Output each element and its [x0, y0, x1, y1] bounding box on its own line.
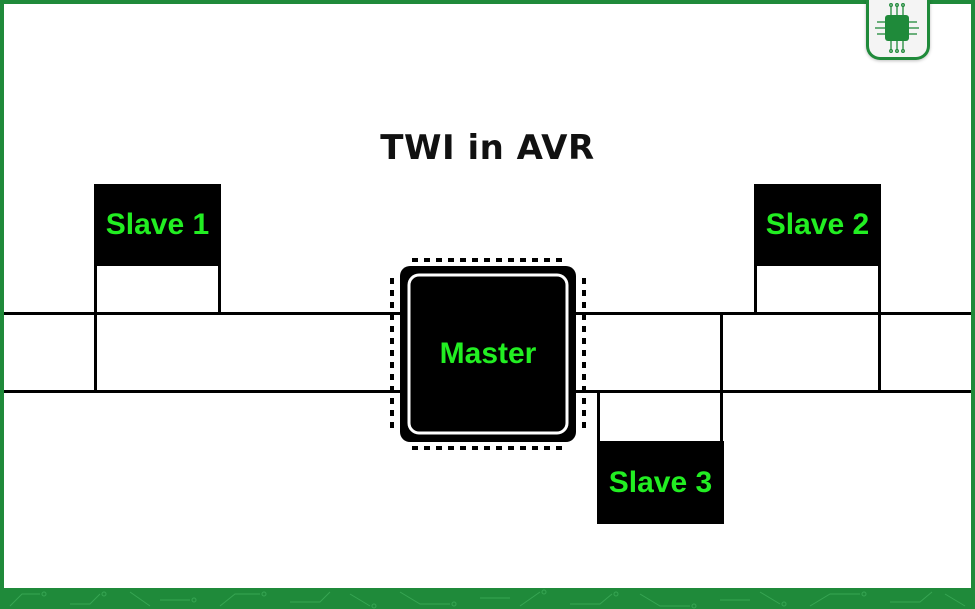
master-chip — [390, 258, 586, 450]
master-label: Master — [439, 337, 537, 370]
microchip-icon — [875, 3, 919, 53]
slave-3-connector-left — [597, 392, 600, 442]
slave-2-connector-right — [878, 266, 881, 392]
slave-1-box: Slave 1 — [94, 184, 221, 266]
footer-band — [0, 588, 975, 609]
slave-3-connector-right — [720, 313, 723, 442]
slave-2-box: Slave 2 — [754, 184, 881, 266]
slave-2-connector-left — [754, 266, 757, 314]
page-title: TWI in AVR — [380, 128, 595, 168]
slave-3-box: Slave 3 — [597, 441, 724, 524]
circuit-pattern-decoration — [9, 589, 966, 609]
slave-1-connector-right — [218, 266, 221, 314]
slave-1-connector-left — [94, 266, 97, 392]
logo-badge — [866, 0, 930, 60]
slave-3-label: Slave 3 — [608, 465, 713, 499]
slave-1-label: Slave 1 — [105, 208, 210, 241]
slave-2-label: Slave 2 — [765, 208, 870, 241]
